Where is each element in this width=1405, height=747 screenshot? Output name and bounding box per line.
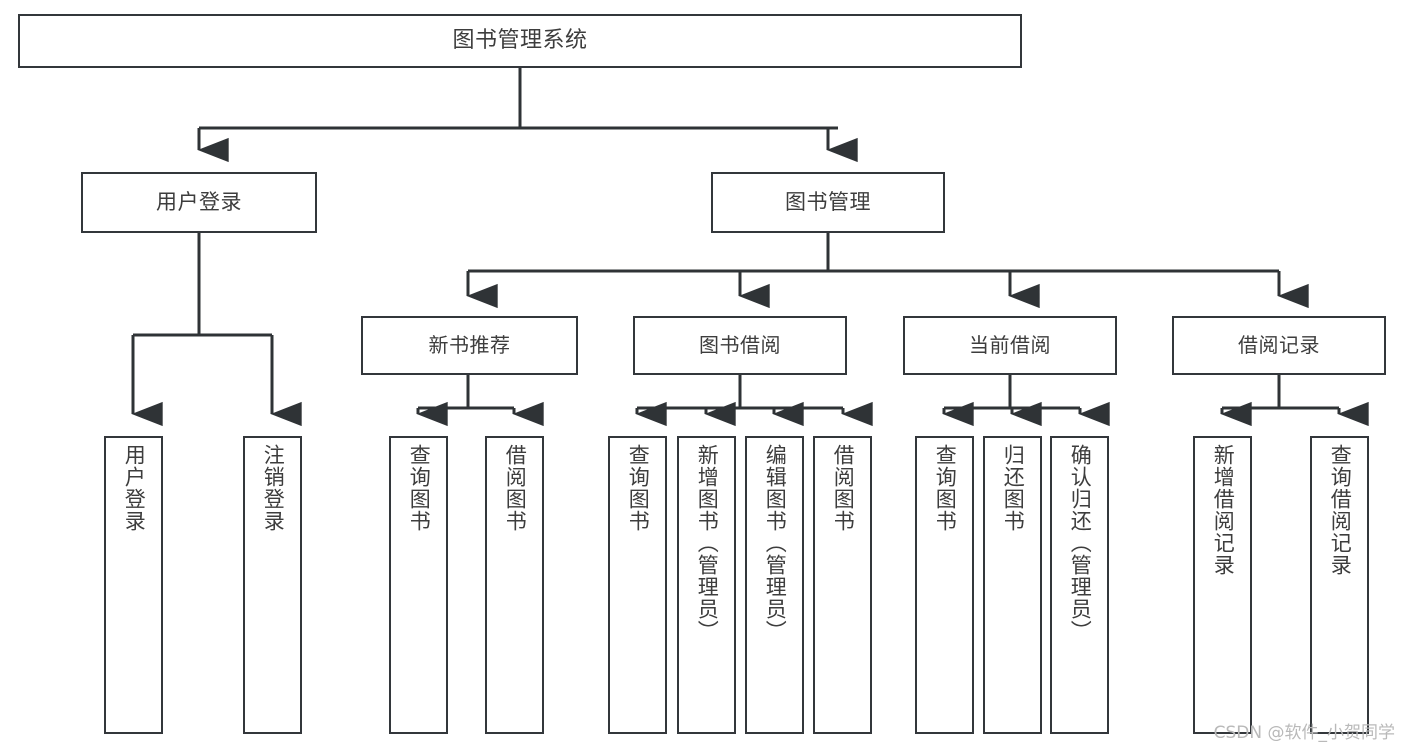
node-leaf-borrow-book-rec[interactable]: 借阅图书 [485, 436, 544, 734]
node-label: 查询图书 [626, 444, 651, 532]
node-leaf-user-login[interactable]: 用户登录 [104, 436, 163, 734]
node-user-login[interactable]: 用户登录 [81, 172, 317, 233]
node-leaf-query-borrow-record[interactable]: 查询借阅记录 [1310, 436, 1369, 734]
node-label: 注销登录 [261, 444, 286, 532]
node-borrow-record[interactable]: 借阅记录 [1172, 316, 1386, 375]
node-label: 归还图书 [1001, 444, 1026, 532]
node-label: 新书推荐 [428, 332, 511, 357]
node-leaf-return-book[interactable]: 归还图书 [983, 436, 1042, 734]
node-leaf-query-book-rec[interactable]: 查询图书 [389, 436, 448, 734]
node-book-borrow[interactable]: 图书借阅 [633, 316, 847, 375]
node-label: 查询图书 [933, 444, 958, 532]
node-label: 图书管理 [785, 190, 871, 215]
node-leaf-confirm-return-admin[interactable]: 确认归还（管理员） [1050, 436, 1109, 734]
node-new-book-recommend[interactable]: 新书推荐 [361, 316, 578, 375]
node-label: 确认归还（管理员） [1068, 444, 1093, 642]
csdn-watermark: CSDN @软件_小贺同学 [1213, 723, 1395, 743]
node-leaf-add-book-admin[interactable]: 新增图书（管理员） [677, 436, 736, 734]
node-label: 图书管理系统 [452, 28, 588, 54]
node-label: 用户登录 [156, 190, 242, 215]
node-label: 编辑图书（管理员） [763, 444, 788, 642]
node-label: 当前借阅 [969, 332, 1051, 357]
node-leaf-borrow-book[interactable]: 借阅图书 [813, 436, 872, 734]
node-leaf-query-book-borrow[interactable]: 查询图书 [608, 436, 667, 734]
node-book-manage[interactable]: 图书管理 [711, 172, 945, 233]
node-leaf-logout[interactable]: 注销登录 [243, 436, 302, 734]
node-label: 用户登录 [122, 444, 147, 532]
node-label: 借阅图书 [831, 444, 856, 532]
node-leaf-query-book-current[interactable]: 查询图书 [915, 436, 974, 734]
node-label: 新增图书（管理员） [695, 444, 720, 642]
node-label: 新增借阅记录 [1211, 444, 1236, 576]
node-label: 图书借阅 [699, 332, 781, 357]
node-label: 借阅记录 [1238, 332, 1320, 357]
node-label: 查询借阅记录 [1328, 444, 1353, 576]
node-leaf-add-borrow-record[interactable]: 新增借阅记录 [1193, 436, 1252, 734]
node-leaf-edit-book-admin[interactable]: 编辑图书（管理员） [745, 436, 804, 734]
node-root-system[interactable]: 图书管理系统 [18, 14, 1022, 68]
node-current-borrow[interactable]: 当前借阅 [903, 316, 1117, 375]
node-label: 查询图书 [407, 444, 432, 532]
node-label: 借阅图书 [503, 444, 528, 532]
